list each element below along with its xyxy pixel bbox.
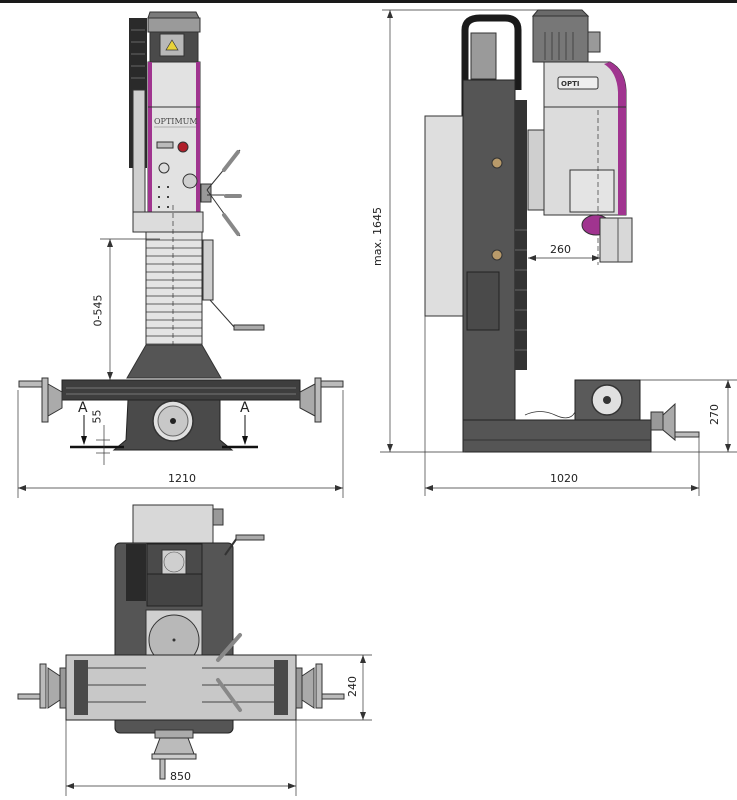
optimum-logo: OPTIMUM xyxy=(154,117,198,126)
dim-width-top: 850 xyxy=(170,770,191,783)
dim-depth: 1020 xyxy=(550,472,578,485)
dim-travel-front: 0-545 xyxy=(91,294,105,327)
front-view: OPTIMUM xyxy=(0,0,370,500)
side-view: OPTI xyxy=(370,0,737,500)
dim-max-height: max. 1645 xyxy=(370,207,384,266)
section-label-left: A xyxy=(78,400,88,416)
title-block-border xyxy=(0,0,737,3)
top-view-drawing xyxy=(17,504,372,796)
front-view-drawing: OPTIMUM xyxy=(17,11,344,498)
side-view-drawing: OPTI xyxy=(380,9,737,496)
dim-table-depth: 240 xyxy=(346,676,359,697)
top-view: 850 240 xyxy=(0,500,380,800)
section-label-right: A xyxy=(240,400,250,416)
dim-width-front: 1210 xyxy=(168,472,196,485)
dim-throat: 260 xyxy=(550,243,571,256)
dim-table-height: 270 xyxy=(708,404,721,425)
opti-logo: OPTI xyxy=(561,80,579,88)
dim-55: 55 xyxy=(90,409,104,424)
